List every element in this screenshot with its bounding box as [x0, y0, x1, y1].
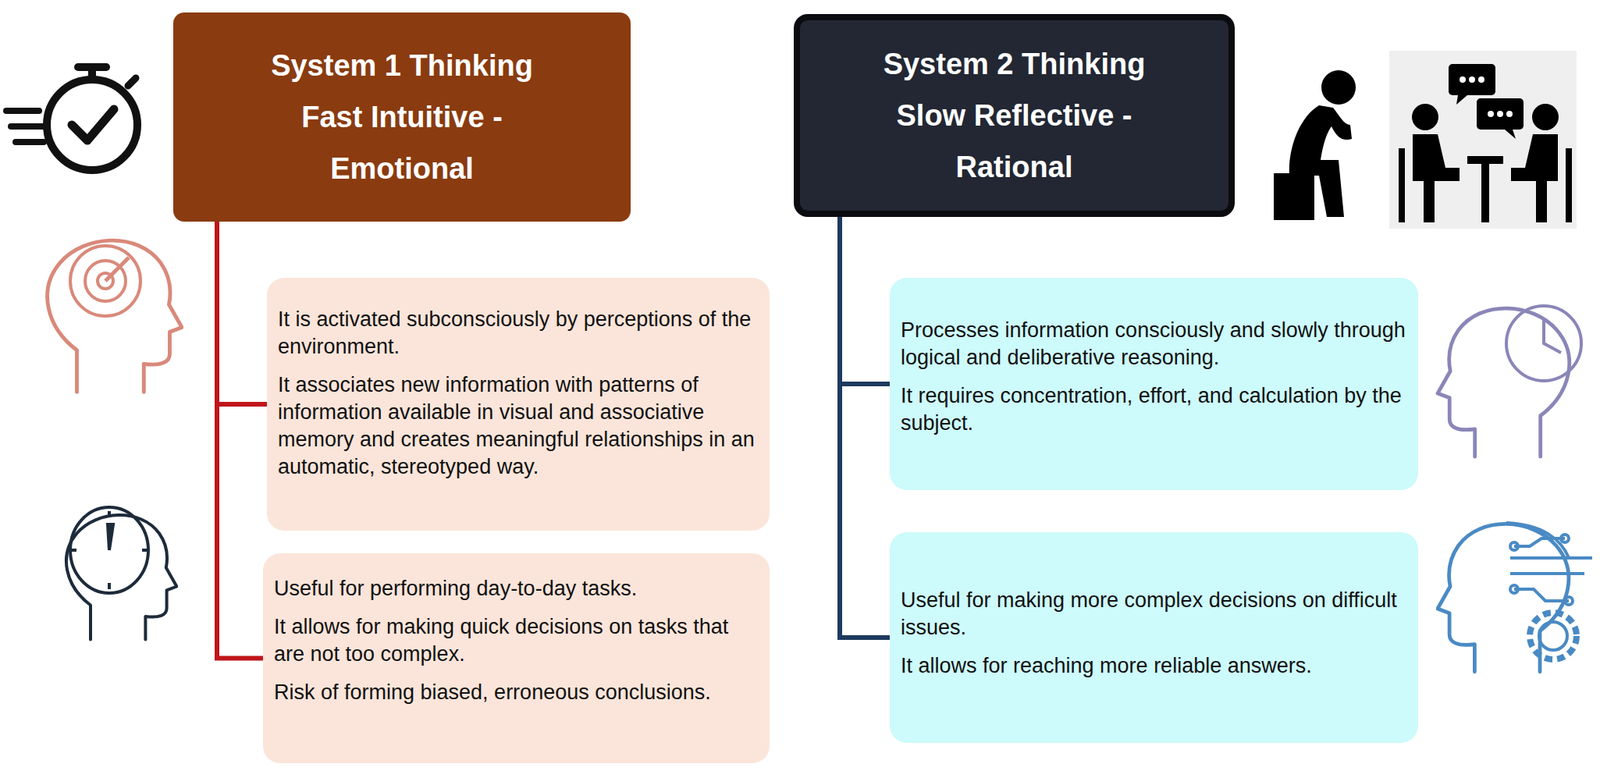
- head-gauge-icon: [47, 240, 182, 392]
- body-text: It allows for making quick decisions on …: [273, 613, 759, 669]
- header-title: System 1 Thinking: [270, 39, 534, 92]
- info-box: It is activated subconsciously by percep…: [266, 277, 770, 531]
- head-clock-icon: [66, 507, 177, 640]
- head-clock-icon: [1437, 305, 1582, 457]
- info-box: Useful for making more complex decisions…: [889, 532, 1419, 744]
- stopwatch-icon: [6, 67, 138, 171]
- header-title: System 2 Thinking: [883, 38, 1146, 90]
- branch-connector: [839, 216, 890, 384]
- head-circuit-icon: [1437, 522, 1593, 672]
- meeting-icon: [1389, 50, 1577, 229]
- body-text: Useful for performing day-to-day tasks.: [273, 575, 759, 603]
- header-subtitle: Slow Reflective - Rational: [874, 89, 1156, 193]
- info-box: Processes information consciously and sl…: [889, 277, 1419, 491]
- info-box: Useful for performing day-to-day tasks. I…: [263, 553, 770, 764]
- header-box: System 2 ThinkingSlow Reflective - Ratio…: [793, 14, 1235, 217]
- body-text: Useful for making more complex decisions…: [900, 586, 1408, 642]
- thinking-person-icon: [1273, 70, 1356, 221]
- branch-connector: [216, 221, 267, 405]
- branch-connector: [839, 216, 890, 638]
- body-text: Risk of forming biased, erroneous conclu…: [273, 679, 759, 707]
- body-text: It requires concentration, effort, and c…: [900, 382, 1408, 438]
- body-text: It allows for reaching more reliable ans…: [900, 652, 1408, 680]
- branch-connector: [216, 221, 264, 659]
- header-subtitle: Fast Intuitive - Emotional: [261, 91, 543, 195]
- body-text: It is activated subconsciously by percep…: [277, 305, 759, 361]
- body-text: It associates new information with patte…: [277, 371, 759, 481]
- header-box: System 1 ThinkingFast Intuitive - Emotio…: [173, 12, 631, 222]
- body-text: Processes information consciously and sl…: [900, 316, 1408, 372]
